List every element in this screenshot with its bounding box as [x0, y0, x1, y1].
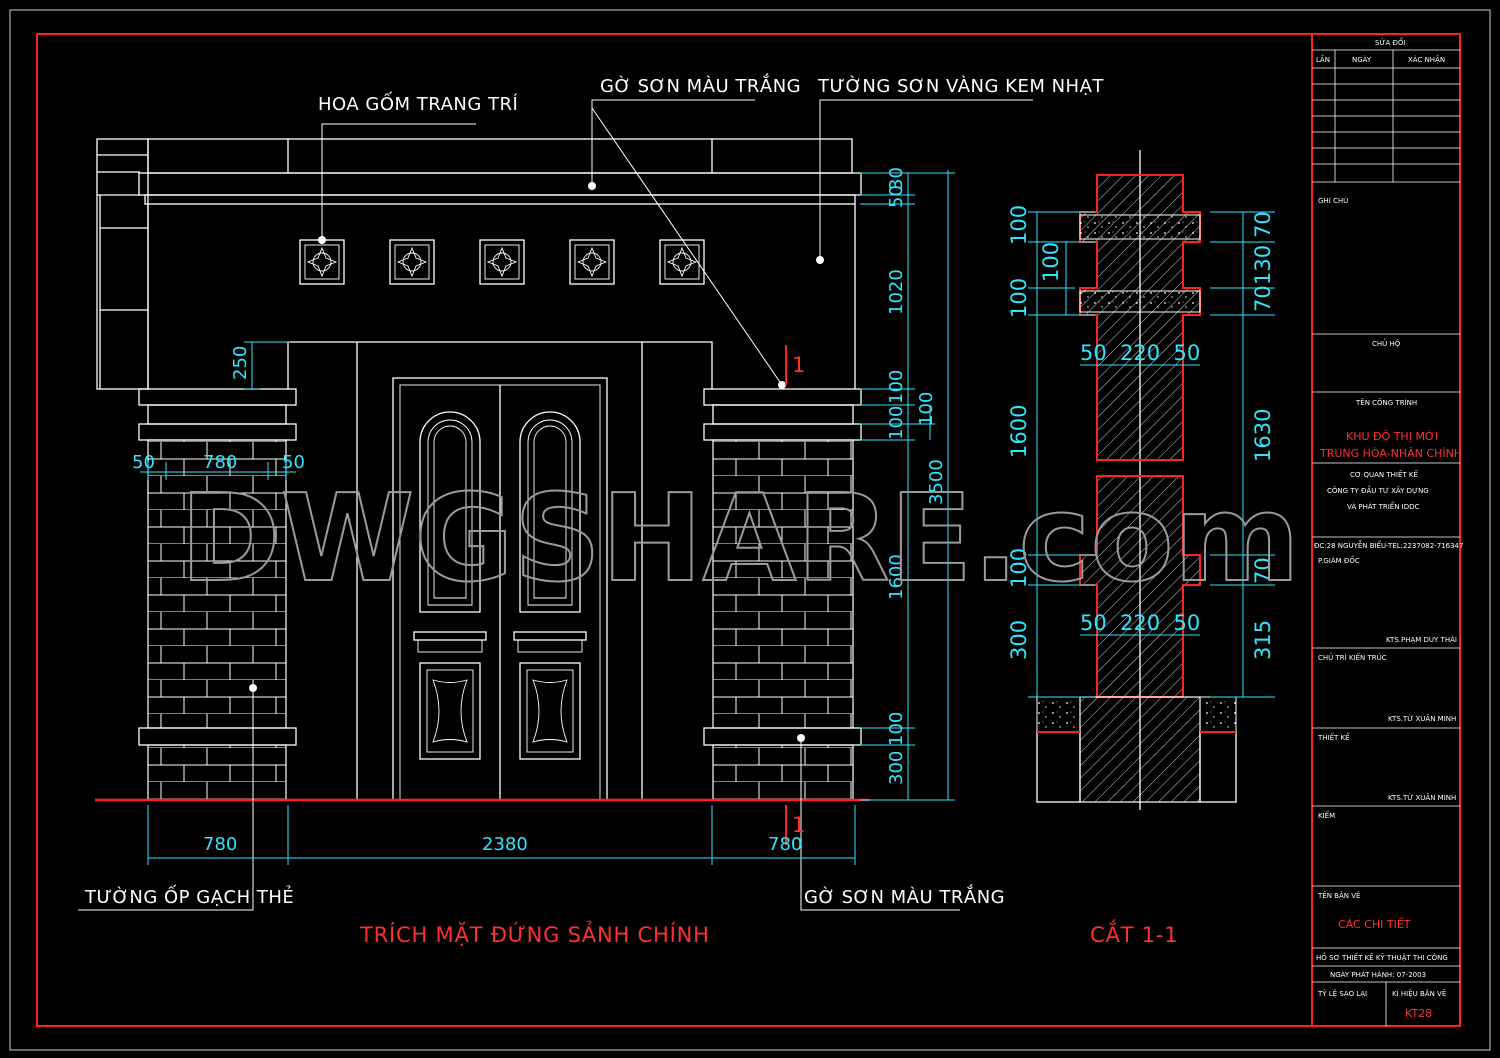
dim-100-c: 100 — [886, 712, 907, 746]
dim-1600: 1600 — [886, 554, 907, 600]
label-white-molding-bottom: GỜ SƠN MÀU TRẮNG — [804, 884, 1005, 908]
cornice-molding — [138, 172, 862, 196]
sec-dim-right-70-b: 70 — [1251, 285, 1275, 312]
sec-dim-left-1600: 1600 — [1007, 405, 1031, 458]
dim-50-left: 50 — [132, 452, 155, 473]
sec-dim-right-70-a: 70 — [1251, 211, 1275, 238]
sec-dim-width-upper: 50 220 50 — [1080, 341, 1200, 365]
tb-col-lan: LẦN — [1316, 54, 1330, 64]
dim-50: 50 — [886, 185, 907, 208]
sec-dim-left-100-d: 100 — [1007, 548, 1031, 588]
dim-3500: 3500 — [926, 459, 947, 505]
dim-100-b: 100 — [886, 406, 907, 440]
tb-ho-so: HỒ SƠ THIẾT KẾ KỸ THUẬT THI CÔNG — [1316, 952, 1448, 962]
dim-1020: 1020 — [886, 269, 907, 315]
sec-dim-right-70-c: 70 — [1251, 557, 1275, 584]
section-mark-top: 1 — [792, 353, 806, 377]
sec-dim-left-100-c: 100 — [1007, 278, 1031, 318]
sec-dim-left-300: 300 — [1007, 620, 1031, 660]
dim-100-a: 100 — [886, 370, 907, 404]
label-ceramic-ornament: HOA GỐM TRANG TRÍ — [318, 91, 518, 115]
tb-thiet-ke-name: KTS.TỪ XUÂN MINH — [1388, 793, 1456, 802]
tb-giam-doc-name: KTS.PHẠM DUY THÁI — [1386, 635, 1457, 644]
tb-company-line-1: CÔNG TY ĐẦU TƯ XÂY DỰNG — [1327, 485, 1429, 495]
tb-project-line-1: KHU ĐÔ THỊ MỚI — [1346, 430, 1438, 443]
tb-drawing-name: CÁC CHI TIẾT — [1338, 917, 1411, 931]
tb-sheet-number: KT28 — [1405, 1007, 1432, 1020]
dim-780-bottom-left: 780 — [203, 834, 237, 855]
left-side-wall — [96, 138, 149, 390]
elevation-drawing: 1 1 HOA GỐM TRANG TRÍ GỜ SƠN MÀU TRẮNG T… — [78, 73, 1104, 947]
section-mark-bottom: 1 — [792, 813, 806, 837]
entrance-opening — [287, 341, 713, 389]
right-column — [703, 388, 862, 801]
watermark: DWGSHARE.com — [180, 470, 1300, 609]
section-dimension-lines — [1028, 211, 1275, 698]
dim-100-side: 100 — [916, 392, 937, 426]
decorative-ceramic-tiles — [299, 239, 705, 285]
left-column — [138, 388, 297, 801]
tb-chu-tri: CHỦ TRÌ KIẾN TRÚC — [1318, 652, 1387, 662]
double-door — [392, 377, 608, 801]
dim-2380: 2380 — [482, 834, 528, 855]
tb-ten-cong-trinh: TÊN CÔNG TRÌNH — [1355, 398, 1417, 407]
tb-ngay-phat-hanh: NGÀY PHÁT HÀNH: 07-2003 — [1330, 970, 1426, 979]
tb-chu-ho: CHỦ HỘ — [1372, 338, 1401, 348]
elevation-title: TRÍCH MẶT ĐỨNG SẢNH CHÍNH — [359, 921, 710, 947]
sec-dim-right-1630: 1630 — [1251, 409, 1275, 462]
section-footing — [1079, 696, 1201, 803]
label-white-molding-top: GỜ SƠN MÀU TRẮNG — [600, 73, 801, 97]
label-cream-wall: TƯỜNG SƠN VÀNG KEM NHẠT — [817, 75, 1104, 97]
tb-revisions: SỬA ĐỔI — [1375, 37, 1405, 47]
title-block: SỬA ĐỔI LẦN NGÀY XÁC NHẬN GHI CHÚ CHỦ HỘ… — [1312, 37, 1463, 1026]
tb-ghi-chu: GHI CHÚ — [1318, 196, 1348, 205]
dim-780-bottom-right: 780 — [768, 834, 802, 855]
drawing-frame — [36, 33, 1461, 1027]
tb-project-line-2: TRUNG HÒA-NHÂN CHÍNH — [1319, 447, 1462, 460]
sec-dim-right-315: 315 — [1251, 620, 1275, 660]
leader-lines — [78, 99, 1033, 911]
tb-chu-tri-name: KTS.TỪ XUÂN MINH — [1388, 714, 1456, 723]
tb-ki-hieu: KÍ HIỆU BẢN VẼ — [1392, 989, 1446, 998]
tb-col-xacnhan: XÁC NHẬN — [1408, 55, 1445, 64]
sec-dim-width-lower: 50 220 50 — [1080, 611, 1200, 635]
tb-kiem: KIỂM — [1318, 810, 1335, 820]
dim-250: 250 — [230, 346, 251, 380]
tb-ty-le: TỶ LỆ SAO LẠI — [1317, 989, 1367, 998]
outer-frame — [9, 9, 1491, 1051]
elevation-dimension-lines — [140, 170, 955, 865]
dim-50-right: 50 — [282, 452, 305, 473]
tb-address: ĐC:28 NGUYỄN BIỂU-TEL:2237082-716347 — [1314, 540, 1463, 550]
dim-300: 300 — [886, 751, 907, 785]
dim-780-col: 780 — [203, 452, 237, 473]
dim-30: 30 — [886, 167, 907, 190]
tb-thiet-ke: THIẾT KẾ — [1317, 732, 1350, 742]
tb-col-ngay: NGÀY — [1352, 55, 1372, 64]
tb-co-quan: CƠ QUAN THIẾT KẾ — [1350, 469, 1419, 479]
label-brick-cladding: TƯỜNG ỐP GẠCH THẺ — [84, 884, 294, 908]
sec-dim-right-130: 130 — [1251, 245, 1275, 285]
tb-giam-doc: P.GIÁM ĐỐC — [1318, 555, 1360, 565]
sec-dim-left-100-a: 100 — [1007, 205, 1031, 245]
section-title: CẮT 1-1 — [1090, 919, 1178, 947]
cornice-top-band — [147, 138, 853, 174]
section-1-1-drawing: 100 100 100 1600 100 300 70 130 70 1630 … — [1007, 150, 1275, 947]
tb-company-line-2: VÀ PHÁT TRIỂN IDDC — [1347, 501, 1420, 511]
sec-dim-left-100-b: 100 — [1039, 242, 1063, 282]
tb-ten-ban-ve: TÊN BẢN VẼ — [1317, 891, 1360, 900]
